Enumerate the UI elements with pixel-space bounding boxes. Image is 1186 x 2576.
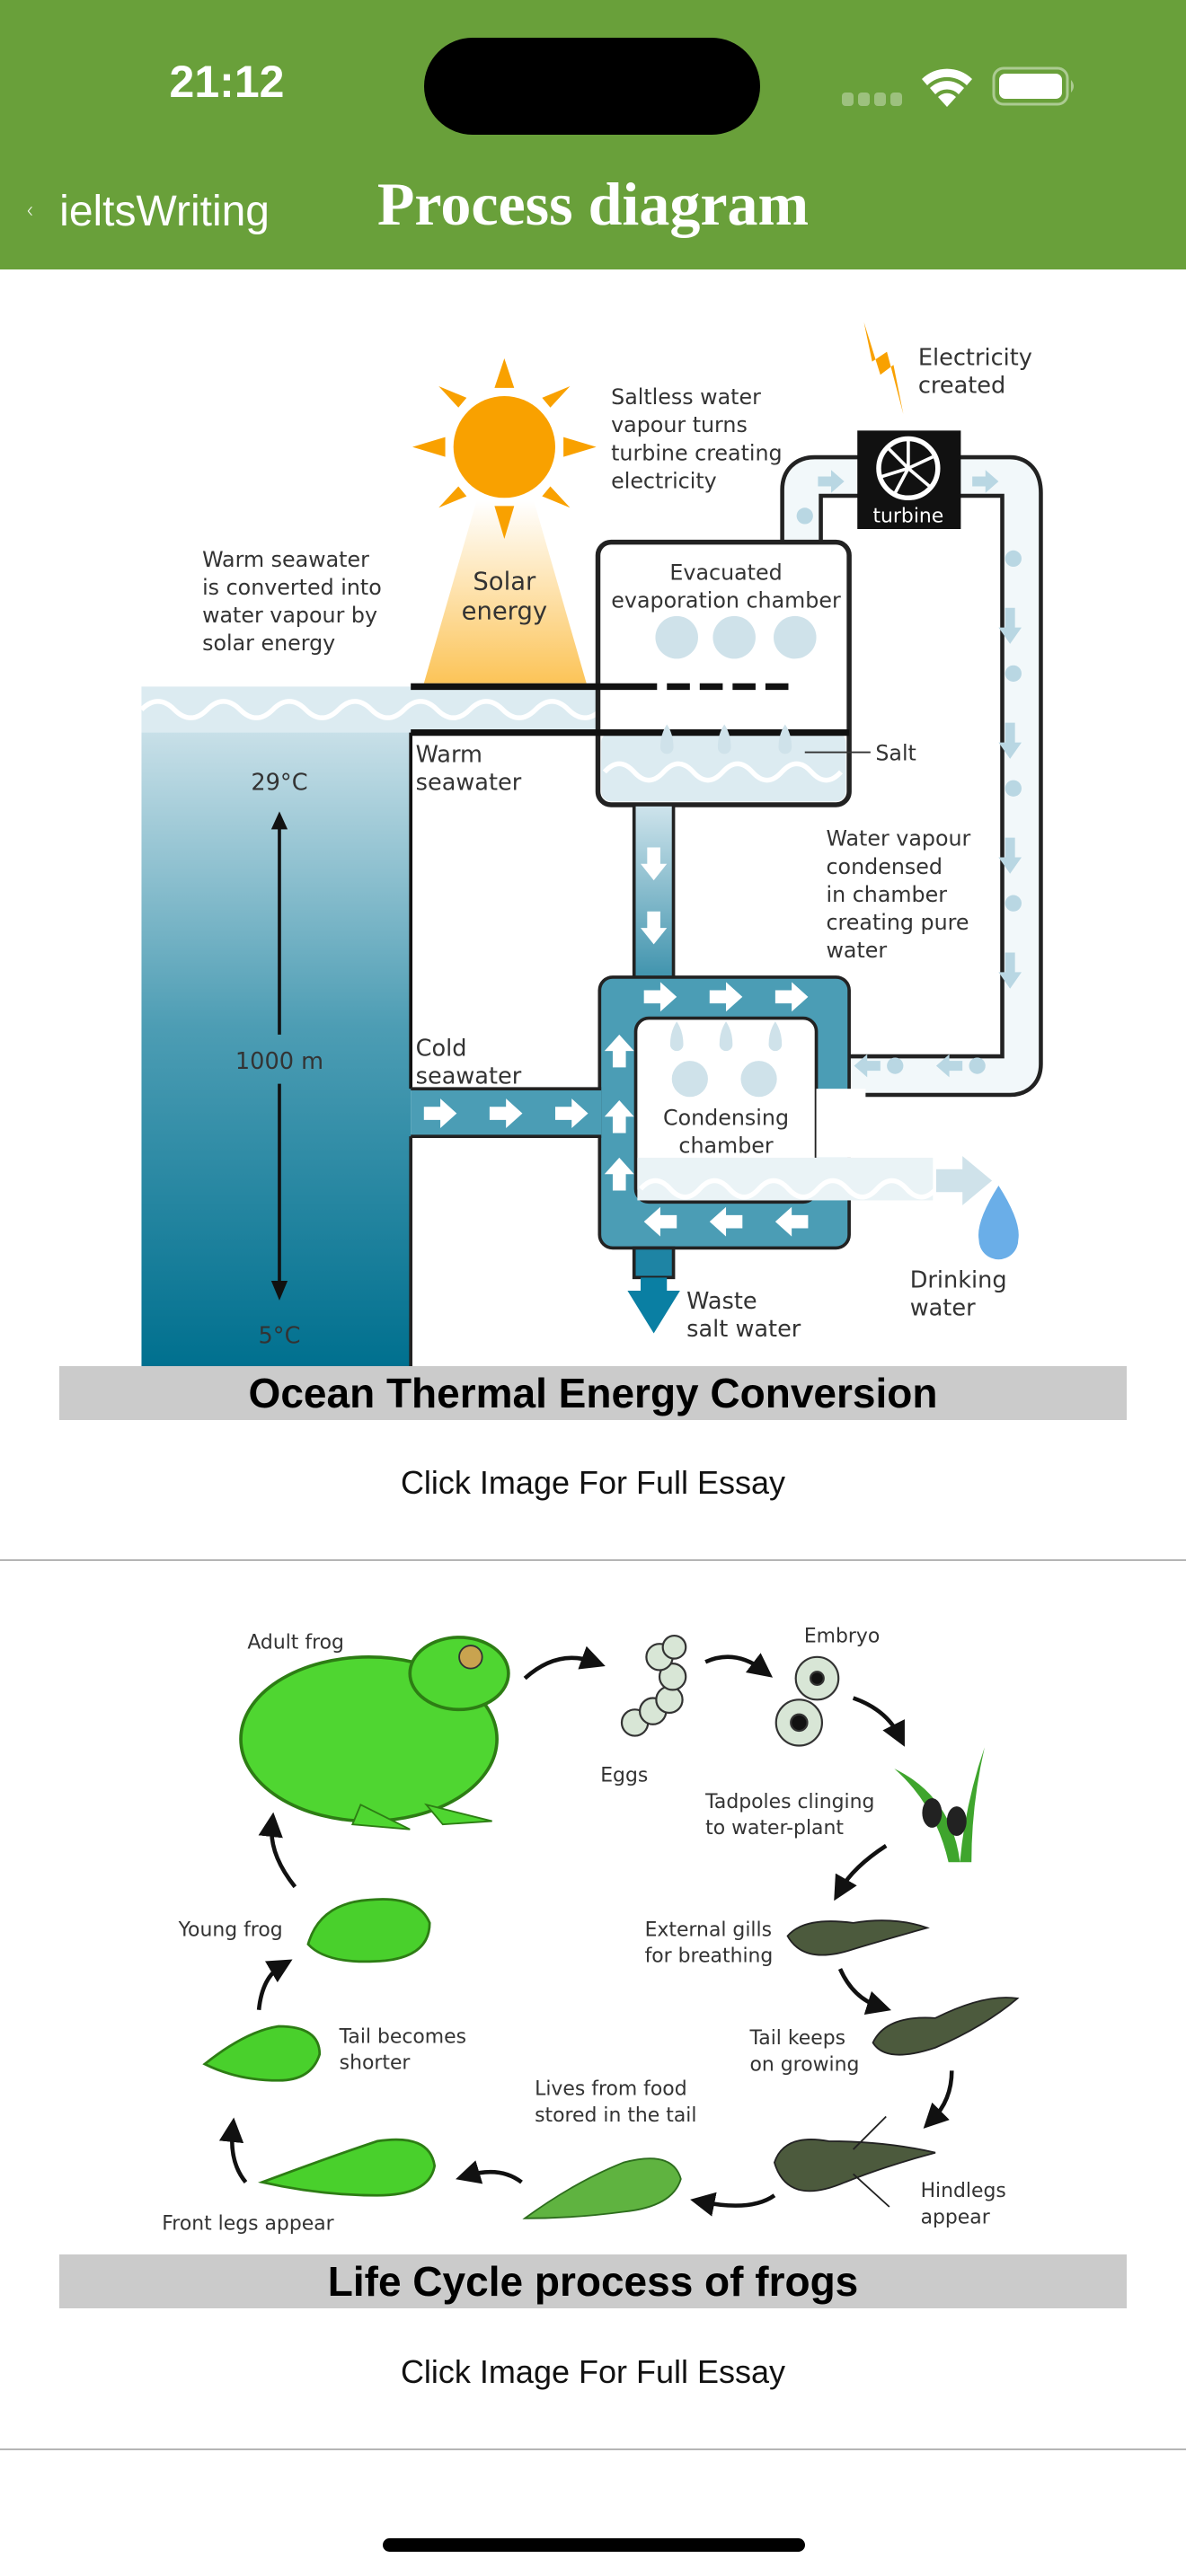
diagram-label: Warm <box>416 742 482 769</box>
diagram-label: electricity <box>611 468 717 493</box>
young-frog-icon <box>306 1898 431 1963</box>
diagram-label: solar energy <box>202 631 335 656</box>
back-label: ieltsWriting <box>59 187 270 235</box>
diagram-label: to water-plant <box>705 1817 844 1839</box>
diagram-label: on growing <box>750 2053 860 2076</box>
divider <box>0 1559 1186 1561</box>
ocean-thermal-energy-diagram[interactable]: turbine Warm seawater is converted into … <box>141 301 1055 1366</box>
diagram-label: 1000 m <box>235 1048 323 1075</box>
status-time: 21:12 <box>169 57 285 107</box>
diagram-label: turbine creating <box>611 440 783 465</box>
diagram-label: is converted into <box>202 575 382 600</box>
diagram-label: in chamber <box>827 882 948 907</box>
diagram-label: Adult frog <box>247 1632 344 1654</box>
page-title: Process diagram <box>376 170 810 238</box>
diagram-label: water vapour by <box>202 603 377 628</box>
diagram-label: Tail becomes <box>339 2025 466 2048</box>
diagram-label: for breathing <box>645 1945 774 1968</box>
waste-arrow-icon <box>627 1277 680 1334</box>
diagram-label: Eggs <box>600 1765 648 1787</box>
diagram-label: 29°C <box>251 770 307 797</box>
diagram-label: Tail keeps <box>749 2027 846 2050</box>
diagram-label: Lives from food <box>535 2078 686 2101</box>
diagram-label: Solar <box>473 569 536 596</box>
lightning-icon <box>863 322 904 415</box>
diagram-label: appear <box>921 2206 990 2228</box>
diagram-caption: Life Cycle process of frogs <box>59 2254 1127 2308</box>
froglet-front-legs-icon <box>258 2138 437 2197</box>
embryo-icon <box>774 1655 840 1747</box>
signal-dot <box>874 93 886 106</box>
tadpole-growing-icon <box>872 1997 1020 2056</box>
diagram-label: External gills <box>645 1919 772 1941</box>
tadpole-gills-icon <box>786 1919 930 1956</box>
diagram-label: shorter <box>340 2052 411 2075</box>
water-drop-icon <box>978 1185 1019 1260</box>
diagram-label: seawater <box>416 1063 522 1090</box>
adult-frog-icon <box>239 1636 510 1831</box>
home-indicator[interactable] <box>383 2538 805 2552</box>
diagram-label: seawater <box>416 770 522 797</box>
diagram-label: Electricity <box>918 344 1032 371</box>
diagram-label: Condensing <box>663 1105 789 1130</box>
back-button[interactable]: ieltsWriting <box>27 180 270 243</box>
diagram-label: creating pure <box>827 910 969 935</box>
sun-icon <box>412 357 597 684</box>
diagram-label: Warm seawater <box>202 547 369 572</box>
diagram-label: created <box>918 372 1005 399</box>
frog-life-cycle-diagram[interactable]: Adult frog Eggs Embryo Tadpoles clinging… <box>144 1608 1042 2254</box>
diagram-label: Salt <box>875 741 916 766</box>
diagram-label: stored in the tail <box>535 2104 696 2127</box>
chevron-left-icon <box>27 207 32 216</box>
diagram-label: chamber <box>678 1133 773 1158</box>
froglet-food-icon <box>522 2157 682 2219</box>
diagram-label: Embryo <box>804 1625 880 1647</box>
diagram-label: Water vapour <box>827 826 971 851</box>
diagram-label: water <box>910 1294 976 1321</box>
wifi-icon <box>922 68 972 107</box>
battery-icon <box>992 66 1074 106</box>
froglet-short-tail-icon <box>202 2025 322 2082</box>
diagram-label: Saltless water <box>611 384 761 410</box>
diagram-label: 5°C <box>259 1322 301 1349</box>
turbine-icon: turbine <box>857 430 961 530</box>
eggs-icon <box>620 1634 687 1737</box>
diagram-label: Drinking <box>910 1266 1007 1293</box>
full-essay-link[interactable]: Click Image For Full Essay <box>400 1464 786 1501</box>
diagram-label: Young frog <box>178 1919 283 1941</box>
tadpole-hindlegs-icon <box>773 2115 936 2208</box>
diagram-label: Tadpoles clinging <box>704 1791 874 1813</box>
water-plant-icon <box>894 1747 985 1863</box>
diagram-label: Hindlegs <box>921 2180 1006 2202</box>
diagram-caption: Ocean Thermal Energy Conversion <box>59 1366 1127 1420</box>
divider <box>0 2448 1186 2450</box>
dynamic-island <box>424 38 760 135</box>
diagram-label: evaporation chamber <box>611 588 841 613</box>
signal-dot <box>890 93 902 106</box>
diagram-label: condensed <box>827 854 943 879</box>
signal-dot <box>858 93 870 106</box>
diagram-label: water <box>827 938 888 963</box>
signal-dot <box>842 93 854 106</box>
diagram-label: salt water <box>686 1316 801 1343</box>
full-essay-link[interactable]: Click Image For Full Essay <box>400 2353 786 2390</box>
diagram-label: energy <box>462 598 548 626</box>
turbine-label: turbine <box>872 506 943 528</box>
diagram-label: Cold <box>416 1036 467 1063</box>
diagram-label: Waste <box>686 1288 757 1315</box>
diagram-label: vapour turns <box>611 412 748 437</box>
diagram-label: Evacuated <box>669 560 782 586</box>
diagram-label: Front legs appear <box>162 2213 333 2236</box>
